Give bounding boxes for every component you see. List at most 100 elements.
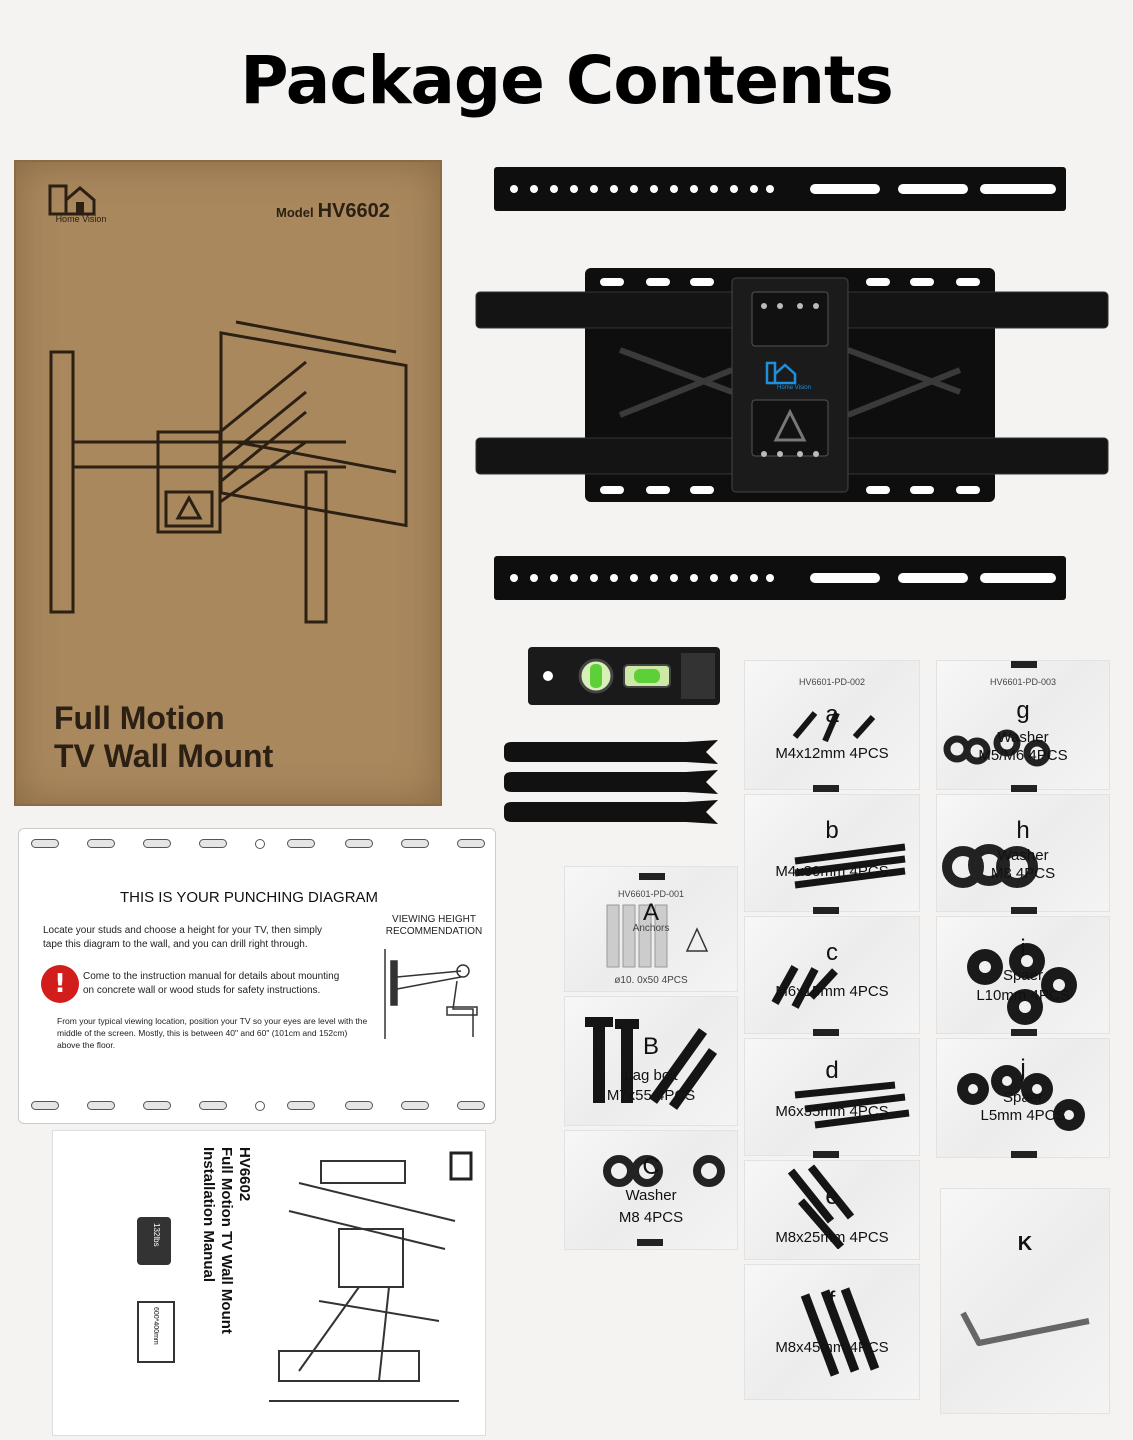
warning-icon: ! (41, 965, 79, 1003)
bag-i: i Spaer L10mm 4PCS (936, 916, 1110, 1036)
bag-e-letter: e (825, 1183, 839, 1210)
punch-instruction-line2: tape this diagram to the wall, and you c… (43, 939, 308, 950)
punch-note-line1: From your typical viewing location, posi… (57, 1016, 368, 1026)
bag-b: b M4x30mm 4PCS (744, 794, 920, 914)
box-logo-text: Home Vision (55, 214, 107, 224)
bottom-bracket (494, 556, 1066, 600)
bag-i-spec: L10mm 4PCS (976, 987, 1070, 1004)
manual-title-line1: Full Motion TV Wall Mount (218, 1147, 235, 1334)
screw-b-icon (794, 843, 906, 889)
bag-c-spec: M6x15mm 4PCS (775, 983, 889, 1000)
box-mount-illustration (49, 320, 408, 624)
punch-slots-top (27, 839, 487, 851)
box-model-label: Model (276, 205, 314, 220)
bag-B: B Lag bolt M7x55 4PCS (564, 996, 738, 1126)
mount-logo-text: Home Vision (777, 385, 811, 391)
installation-manual: HV6602 Full Motion TV Wall Mount Install… (52, 1130, 486, 1436)
screw-a-icon (792, 711, 876, 743)
bag-a-spec: M4x12mm 4PCS (775, 745, 889, 762)
bag-g-name: Washer (997, 729, 1049, 746)
bag-h-name: Washer (997, 847, 1049, 864)
bag-A-code: HV6601-PD-001 (617, 889, 685, 899)
bag-g-letter: g (1016, 697, 1030, 724)
punching-diagram: THIS IS YOUR PUNCHING DIAGRAM Locate you… (18, 828, 496, 1124)
bag-A-letter: A (642, 899, 659, 926)
viewing-height-line2: RECOMMENDATION (385, 926, 483, 937)
viewing-height-icon (384, 949, 478, 1039)
bag-h: h Washer M8 4PCS (936, 794, 1110, 914)
allen-key-icon (960, 1311, 1090, 1346)
bag-d: d M6x35mm 4PCS (744, 1038, 920, 1158)
bag-A-spec: ø10. 0x50 4PCS (614, 975, 688, 986)
washer-h-icon (942, 844, 1038, 888)
mount-logo-icon (765, 361, 797, 385)
bag-a: HV6601-PD-002 a M4x12mm 4PCS (744, 660, 920, 792)
spacer-j-icon (957, 1065, 1085, 1131)
main-mount-plate (475, 268, 1109, 502)
bag-b-letter: b (825, 817, 839, 844)
punch-slots-bottom (27, 1101, 487, 1113)
bag-C: C Washer M8 4PCS (564, 1130, 738, 1250)
manual-title-line2: Installation Manual (200, 1147, 217, 1283)
bubble-level-icon (528, 647, 720, 705)
weight-icon (137, 1217, 171, 1265)
punch-diagram-title: THIS IS YOUR PUNCHING DIAGRAM (119, 889, 379, 906)
bag-h-letter: h (1016, 817, 1030, 844)
bag-B-name: Lag bolt (624, 1067, 678, 1084)
page-title: Package Contents (240, 42, 894, 119)
top-bracket (494, 167, 1066, 211)
viewing-height-line1: VIEWING HEIGHT (392, 914, 476, 925)
bag-B-spec: M7x55 4PCS (606, 1087, 696, 1104)
punch-note-line3: above the floor. (57, 1040, 116, 1050)
bag-a-letter: a (825, 701, 839, 728)
bag-h-spec: M8 4PCS (990, 865, 1056, 882)
home-vision-logo-icon (48, 184, 96, 216)
bag-g-code: HV6601-PD-003 (989, 677, 1057, 687)
punch-warning-line2: on concrete wall or wood studs for safet… (83, 985, 321, 996)
bag-i-letter: i (1020, 935, 1026, 962)
bag-B-letter: B (642, 1033, 659, 1060)
punch-instruction-line1: Locate your studs and choose a height fo… (43, 925, 323, 936)
punch-warning-line1: Come to the instruction manual for detai… (83, 971, 340, 982)
box-model-value: HV6602 (317, 200, 390, 222)
manual-mount-illustration (269, 1160, 459, 1402)
bag-g-spec: M5/M6 4PCS (978, 747, 1068, 764)
bag-a-code: HV6601-PD-002 (798, 677, 866, 687)
bag-d-letter: d (825, 1057, 839, 1084)
bag-d-spec: M6x35mm 4PCS (775, 1103, 889, 1120)
washer-g-icon (943, 729, 1051, 767)
lag-bolt-icon (585, 1017, 718, 1110)
box-product-line2: TV Wall Mount (54, 738, 274, 774)
bag-i-name: Spaer (1002, 967, 1044, 984)
bag-j-spec: L5mm 4PCS (980, 1107, 1066, 1124)
anchors-icon (606, 904, 709, 968)
box-product-line1: Full Motion (54, 700, 225, 736)
bag-f-spec: M8x45mm 4PCS (775, 1339, 889, 1356)
bag-j-letter: j (1020, 1055, 1026, 1082)
screw-e-icon (787, 1164, 855, 1249)
vesa-icon (137, 1301, 175, 1363)
bag-A-name: Anchors (632, 923, 670, 934)
mount-hardware-illustration (475, 167, 1109, 600)
bag-j-name: Spaer (1002, 1089, 1044, 1106)
bag-j: j Spaer L5mm 4PCS (936, 1038, 1110, 1158)
bag-K-letter: K (1017, 1233, 1033, 1255)
bag-b-spec: M4x30mm 4PCS (775, 863, 889, 880)
screw-c-icon (771, 965, 838, 1009)
bag-C-spec: M8 4PCS (618, 1209, 684, 1226)
spacer-i-icon (967, 943, 1077, 1025)
bag-c: c M6x15mm 4PCS (744, 916, 920, 1036)
bag-A: HV6601-PD-001 A Anchors ø10. 0x50 4PCS (564, 866, 738, 992)
manual-max-weight: 132lbs (152, 1223, 161, 1247)
bag-f: f M8x45mm 4PCS (744, 1264, 920, 1400)
bag-K: K (940, 1188, 1110, 1414)
bag-f-letter: f (828, 1287, 836, 1314)
cable-straps-icon (504, 740, 718, 824)
manual-vesa: 600*400mm (152, 1307, 159, 1345)
bag-e: e M8x25mm 4PCS (744, 1160, 920, 1260)
bag-g: HV6601-PD-003 g Washer M5/M6 4PCS (936, 660, 1110, 792)
manual-logo-icon (449, 1151, 473, 1181)
washer-c-icon (603, 1155, 725, 1187)
